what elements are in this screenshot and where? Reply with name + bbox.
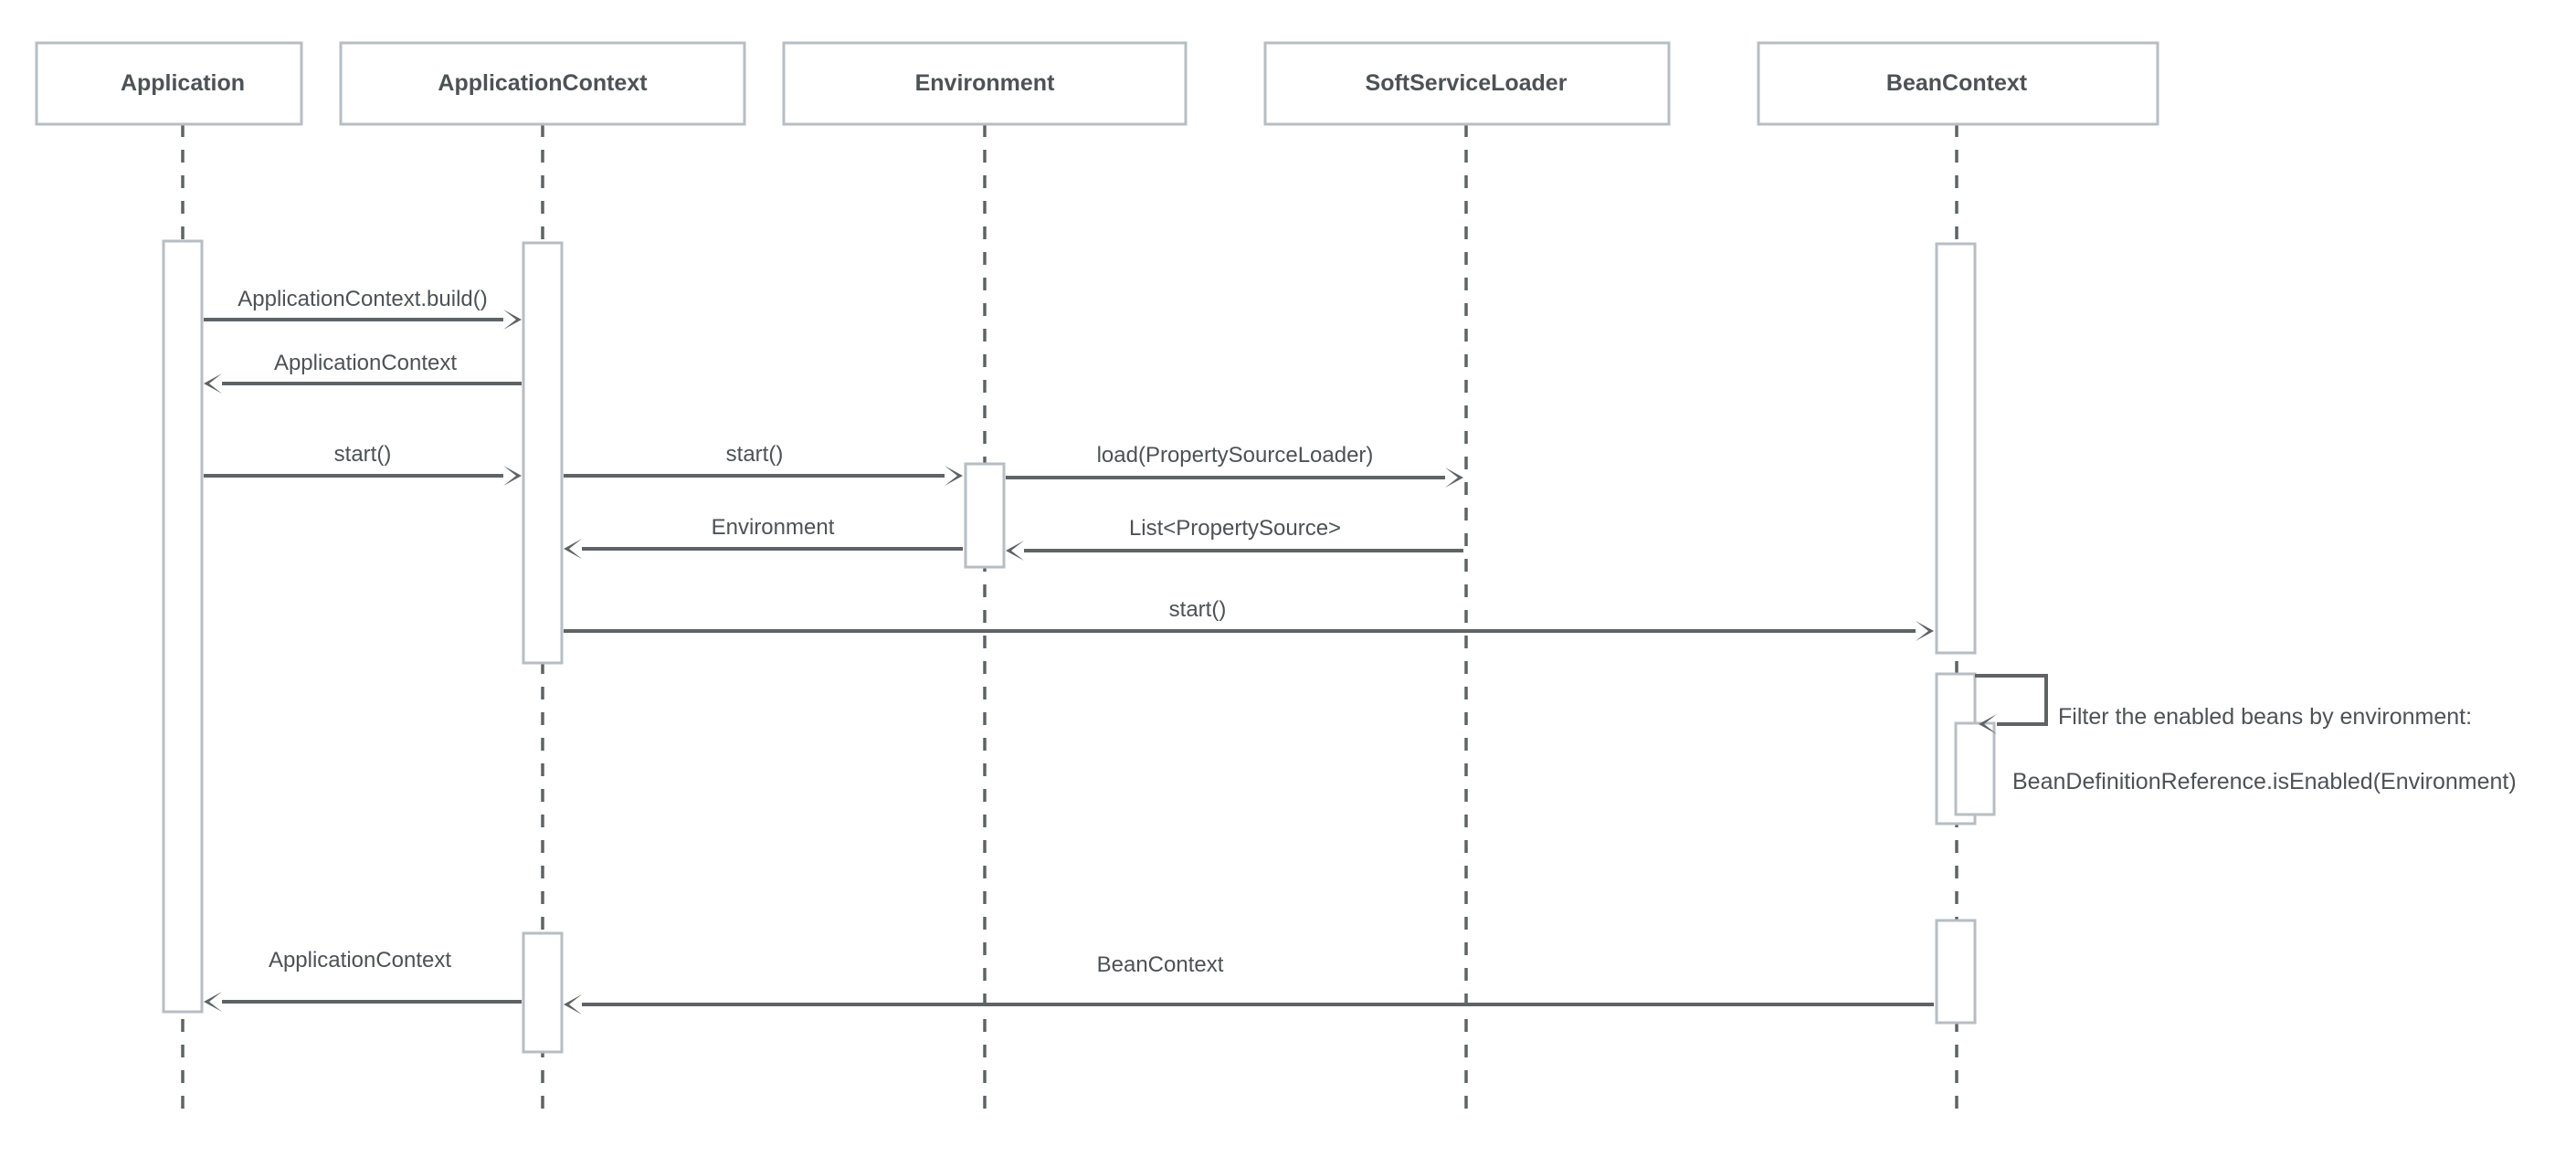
notes-layer: Filter the enabled beans by environment:… <box>2012 704 2517 794</box>
participant-label: BeanContext <box>1886 70 2028 96</box>
message-msg-5[interactable]: load(PropertySourceLoader) <box>1006 443 1463 488</box>
activation-bar-beancontext[interactable] <box>1935 919 1977 1025</box>
message-label: BeanContext <box>1097 952 1224 977</box>
activation-bar-applicationcontext[interactable] <box>522 241 564 665</box>
participant-environment[interactable]: Environment <box>782 41 1188 126</box>
self-message-line <box>1975 674 2048 726</box>
message-msg-4[interactable]: start() <box>564 442 963 486</box>
message-arrowhead <box>564 539 582 559</box>
activation-bar-applicationcontext[interactable] <box>522 931 564 1054</box>
participant-box[interactable] <box>1263 41 1671 126</box>
message-label: start() <box>726 442 784 467</box>
message-label: List<PropertySource> <box>1129 516 1341 541</box>
activation-bar-beancontext[interactable] <box>1935 242 1977 655</box>
message-label: ApplicationContext <box>274 351 457 375</box>
activation-bar-beancontext[interactable] <box>1954 721 1996 816</box>
message-label: start() <box>1169 597 1227 622</box>
message-arrowhead <box>204 992 222 1012</box>
participant-box[interactable] <box>339 41 746 126</box>
message-label: load(PropertySourceLoader) <box>1097 443 1374 468</box>
participant-label: SoftServiceLoader <box>1366 70 1568 96</box>
message-label: ApplicationContext <box>269 948 451 972</box>
message-arrowhead <box>503 310 522 330</box>
message-msg-7[interactable]: List<PropertySource> <box>1006 516 1463 561</box>
message-arrowhead <box>564 994 582 1015</box>
activation-bar-application[interactable] <box>162 239 204 1014</box>
message-arrowhead <box>1445 468 1463 488</box>
message-label: ApplicationContext.build() <box>238 287 487 311</box>
message-msg-3[interactable]: start() <box>204 442 522 486</box>
message-msg-2[interactable]: ApplicationContext <box>204 351 522 394</box>
participant-applicationcontext[interactable]: ApplicationContext <box>339 41 746 126</box>
self-message-beancontext[interactable] <box>1975 674 2048 734</box>
message-arrowhead <box>503 466 522 486</box>
message-label: start() <box>334 442 392 467</box>
message-arrowhead <box>1916 621 1934 641</box>
self-message-arrowhead <box>1979 714 1997 734</box>
participant-box[interactable] <box>782 41 1188 126</box>
message-arrowhead <box>1006 541 1024 561</box>
message-arrowhead <box>945 466 963 486</box>
message-msg-9[interactable]: BeanContext <box>564 952 1934 1015</box>
participant-beancontext[interactable]: BeanContext <box>1757 41 2159 126</box>
participant-box[interactable] <box>35 41 303 126</box>
participants-layer: Application ApplicationContext Environment… <box>35 41 2159 126</box>
self-messages-layer <box>1975 674 2048 734</box>
message-arrowhead <box>204 373 222 394</box>
participant-softserviceloader[interactable]: SoftServiceLoader <box>1263 41 1671 126</box>
self-message-note-line-2: BeanDefinitionReference.isEnabled(Enviro… <box>2012 769 2517 794</box>
participant-label: ApplicationContext <box>438 70 648 96</box>
participant-label: Application <box>121 70 245 96</box>
activations-layer <box>162 239 1996 1054</box>
message-msg-6[interactable]: Environment <box>564 515 963 559</box>
self-message-note-line-1: Filter the enabled beans by environment: <box>2058 704 2472 730</box>
message-msg-10[interactable]: ApplicationContext <box>204 948 522 1012</box>
messages-layer: ApplicationContext.build() ApplicationCon… <box>204 287 1934 1015</box>
message-msg-1[interactable]: ApplicationContext.build() <box>204 287 522 330</box>
message-msg-8[interactable]: start() <box>564 597 1934 641</box>
participant-box[interactable] <box>1757 41 2159 126</box>
participant-application[interactable]: Application <box>35 41 303 126</box>
activation-bar-environment[interactable] <box>964 462 1006 569</box>
participant-label: Environment <box>915 70 1055 96</box>
message-label: Environment <box>712 515 835 540</box>
